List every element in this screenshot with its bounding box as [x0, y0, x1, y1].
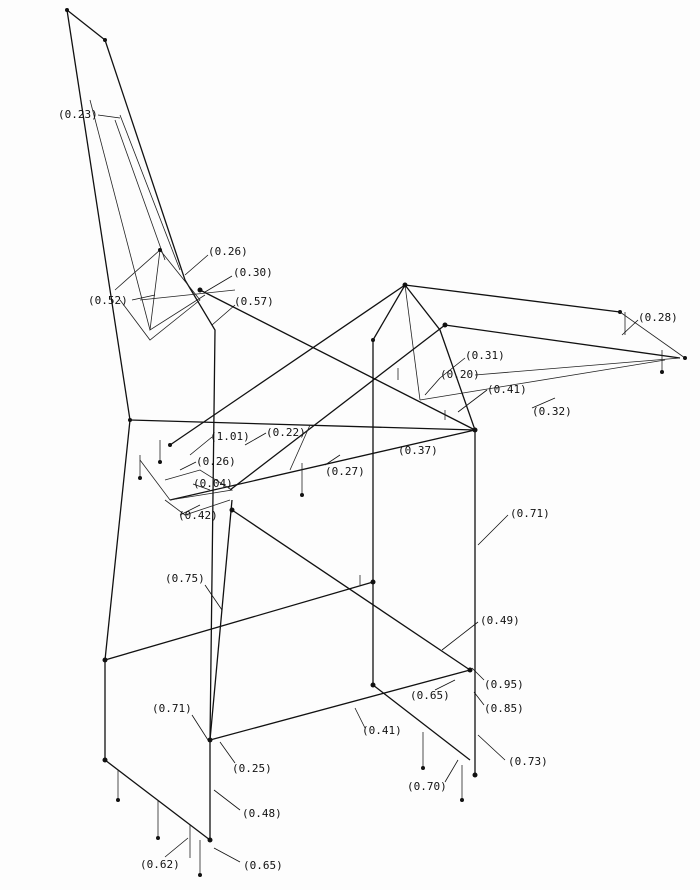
- label-0-73: (0.73): [508, 755, 548, 768]
- label-0-75: (0.75): [165, 572, 205, 585]
- label-0-25: (0.25): [232, 762, 272, 775]
- label-0-41a: (0.41): [487, 383, 527, 396]
- label-0-04: (0.04): [193, 477, 233, 490]
- upper-brace-3: [139, 289, 236, 301]
- boom-upper-2: [404, 284, 621, 313]
- label-0-23: (0.23): [58, 108, 98, 121]
- mast-to-column: [199, 289, 476, 431]
- boom-upper: [169, 284, 406, 446]
- base-beam-right-2: [372, 684, 471, 761]
- label-0-27: (0.27): [325, 465, 365, 478]
- frame-nodes: [65, 8, 687, 877]
- label-0-32: (0.32): [532, 405, 572, 418]
- base-beam-right: [209, 669, 471, 741]
- label-0-95: (0.95): [484, 678, 524, 691]
- base-beam-left: [104, 759, 211, 841]
- label-0-52: (0.52): [88, 294, 128, 307]
- mast-diagonal-1: [119, 114, 181, 271]
- label-0-48: (0.48): [242, 807, 282, 820]
- label-0-22: (0.22): [266, 426, 306, 439]
- base-brace: [139, 459, 234, 501]
- rear-mast-back: [66, 9, 216, 840]
- cross-beam: [169, 429, 476, 501]
- rear-mast: [66, 9, 131, 760]
- label-0-31: (0.31): [465, 349, 505, 362]
- lower-beam: [104, 581, 374, 661]
- label-0-65a: (0.65): [410, 689, 450, 702]
- mid-beam: [129, 419, 476, 431]
- mast-diagonal-2: [114, 119, 166, 261]
- label-0-20: (0.20): [440, 368, 480, 381]
- member-labels: (0.23) (0.26) (0.30) (0.52) (0.57) (0.28…: [58, 108, 678, 872]
- label-0-49: (0.49): [480, 614, 520, 627]
- label-0-85: (0.85): [484, 702, 524, 715]
- frame-members: [66, 9, 686, 875]
- boom-lower: [229, 324, 446, 491]
- upper-brace: [114, 249, 201, 341]
- label-0-30: (0.30): [233, 266, 273, 279]
- label-1-01: (1.01): [210, 430, 250, 443]
- mast-inner: [89, 99, 151, 331]
- tower-top: [372, 283, 476, 431]
- label-0-71a: (0.71): [510, 507, 550, 520]
- upper-brace-2: [149, 249, 206, 331]
- leader-lines: [97, 114, 639, 863]
- label-0-62: (0.62): [140, 858, 180, 871]
- label-0-57: (0.57): [234, 295, 274, 308]
- label-0-37: (0.37): [398, 444, 438, 457]
- label-0-70: (0.70): [407, 780, 447, 793]
- label-0-26a: (0.26): [208, 245, 248, 258]
- boom-tie: [619, 311, 686, 359]
- label-0-41b: (0.41): [362, 724, 402, 737]
- boom-lower-2: [444, 324, 681, 359]
- lower-diagonal: [231, 509, 471, 671]
- boom-back-1: [419, 359, 666, 401]
- label-0-71b: (0.71): [152, 702, 192, 715]
- lower-col-inner: [209, 499, 233, 741]
- label-0-26b: (0.26): [196, 455, 236, 468]
- label-0-65b: (0.65): [243, 859, 283, 872]
- label-0-28: (0.28): [638, 311, 678, 324]
- mast-tie: [289, 424, 311, 471]
- boom-back-2: [474, 357, 681, 376]
- label-0-42: (0.42): [178, 509, 218, 522]
- tower-brace: [404, 284, 421, 401]
- base-brace-2: [164, 499, 231, 516]
